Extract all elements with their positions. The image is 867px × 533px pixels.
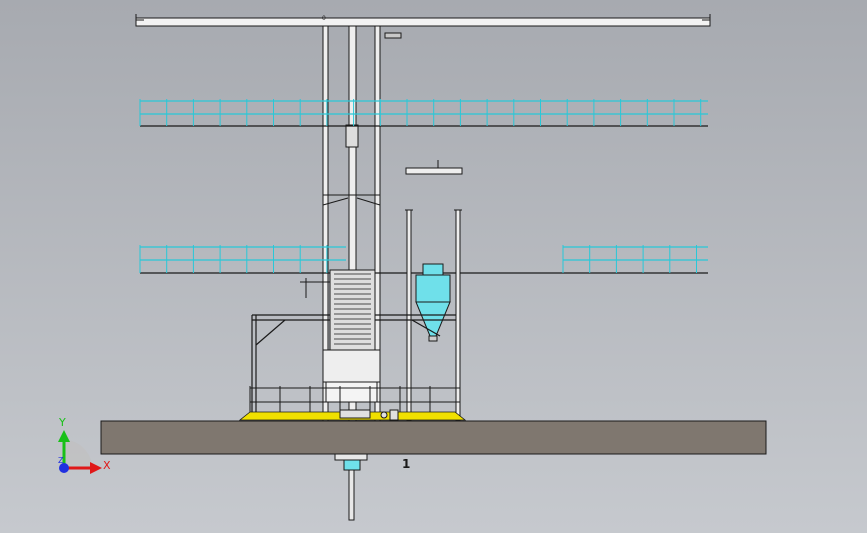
cement-hopper[interactable] [415, 263, 451, 342]
coordinate-triad[interactable]: X Y Z [58, 416, 111, 474]
callout-label: 1 [402, 457, 410, 471]
small-bracket[interactable] [405, 160, 463, 175]
deck-equipment[interactable] [339, 409, 399, 421]
lower-left-railing[interactable] [139, 245, 708, 274]
triad-x-label: X [103, 459, 111, 472]
hoist-stack[interactable] [300, 269, 381, 403]
ground-slab[interactable] [100, 420, 767, 455]
triad-y-label: Y [58, 416, 66, 429]
top-gantry-beam[interactable] [135, 14, 711, 39]
ground-railing[interactable] [249, 386, 461, 412]
y-axis-arrow [58, 430, 70, 442]
mast-tag-label: 0 [322, 15, 326, 22]
foundation-shaft[interactable] [334, 453, 368, 521]
z-axis-dot [59, 463, 69, 473]
upper-railing[interactable] [139, 99, 708, 127]
triad-z-label: Z [58, 456, 64, 465]
lower-right-railing[interactable] [562, 245, 708, 273]
x-axis-arrow [90, 462, 102, 474]
